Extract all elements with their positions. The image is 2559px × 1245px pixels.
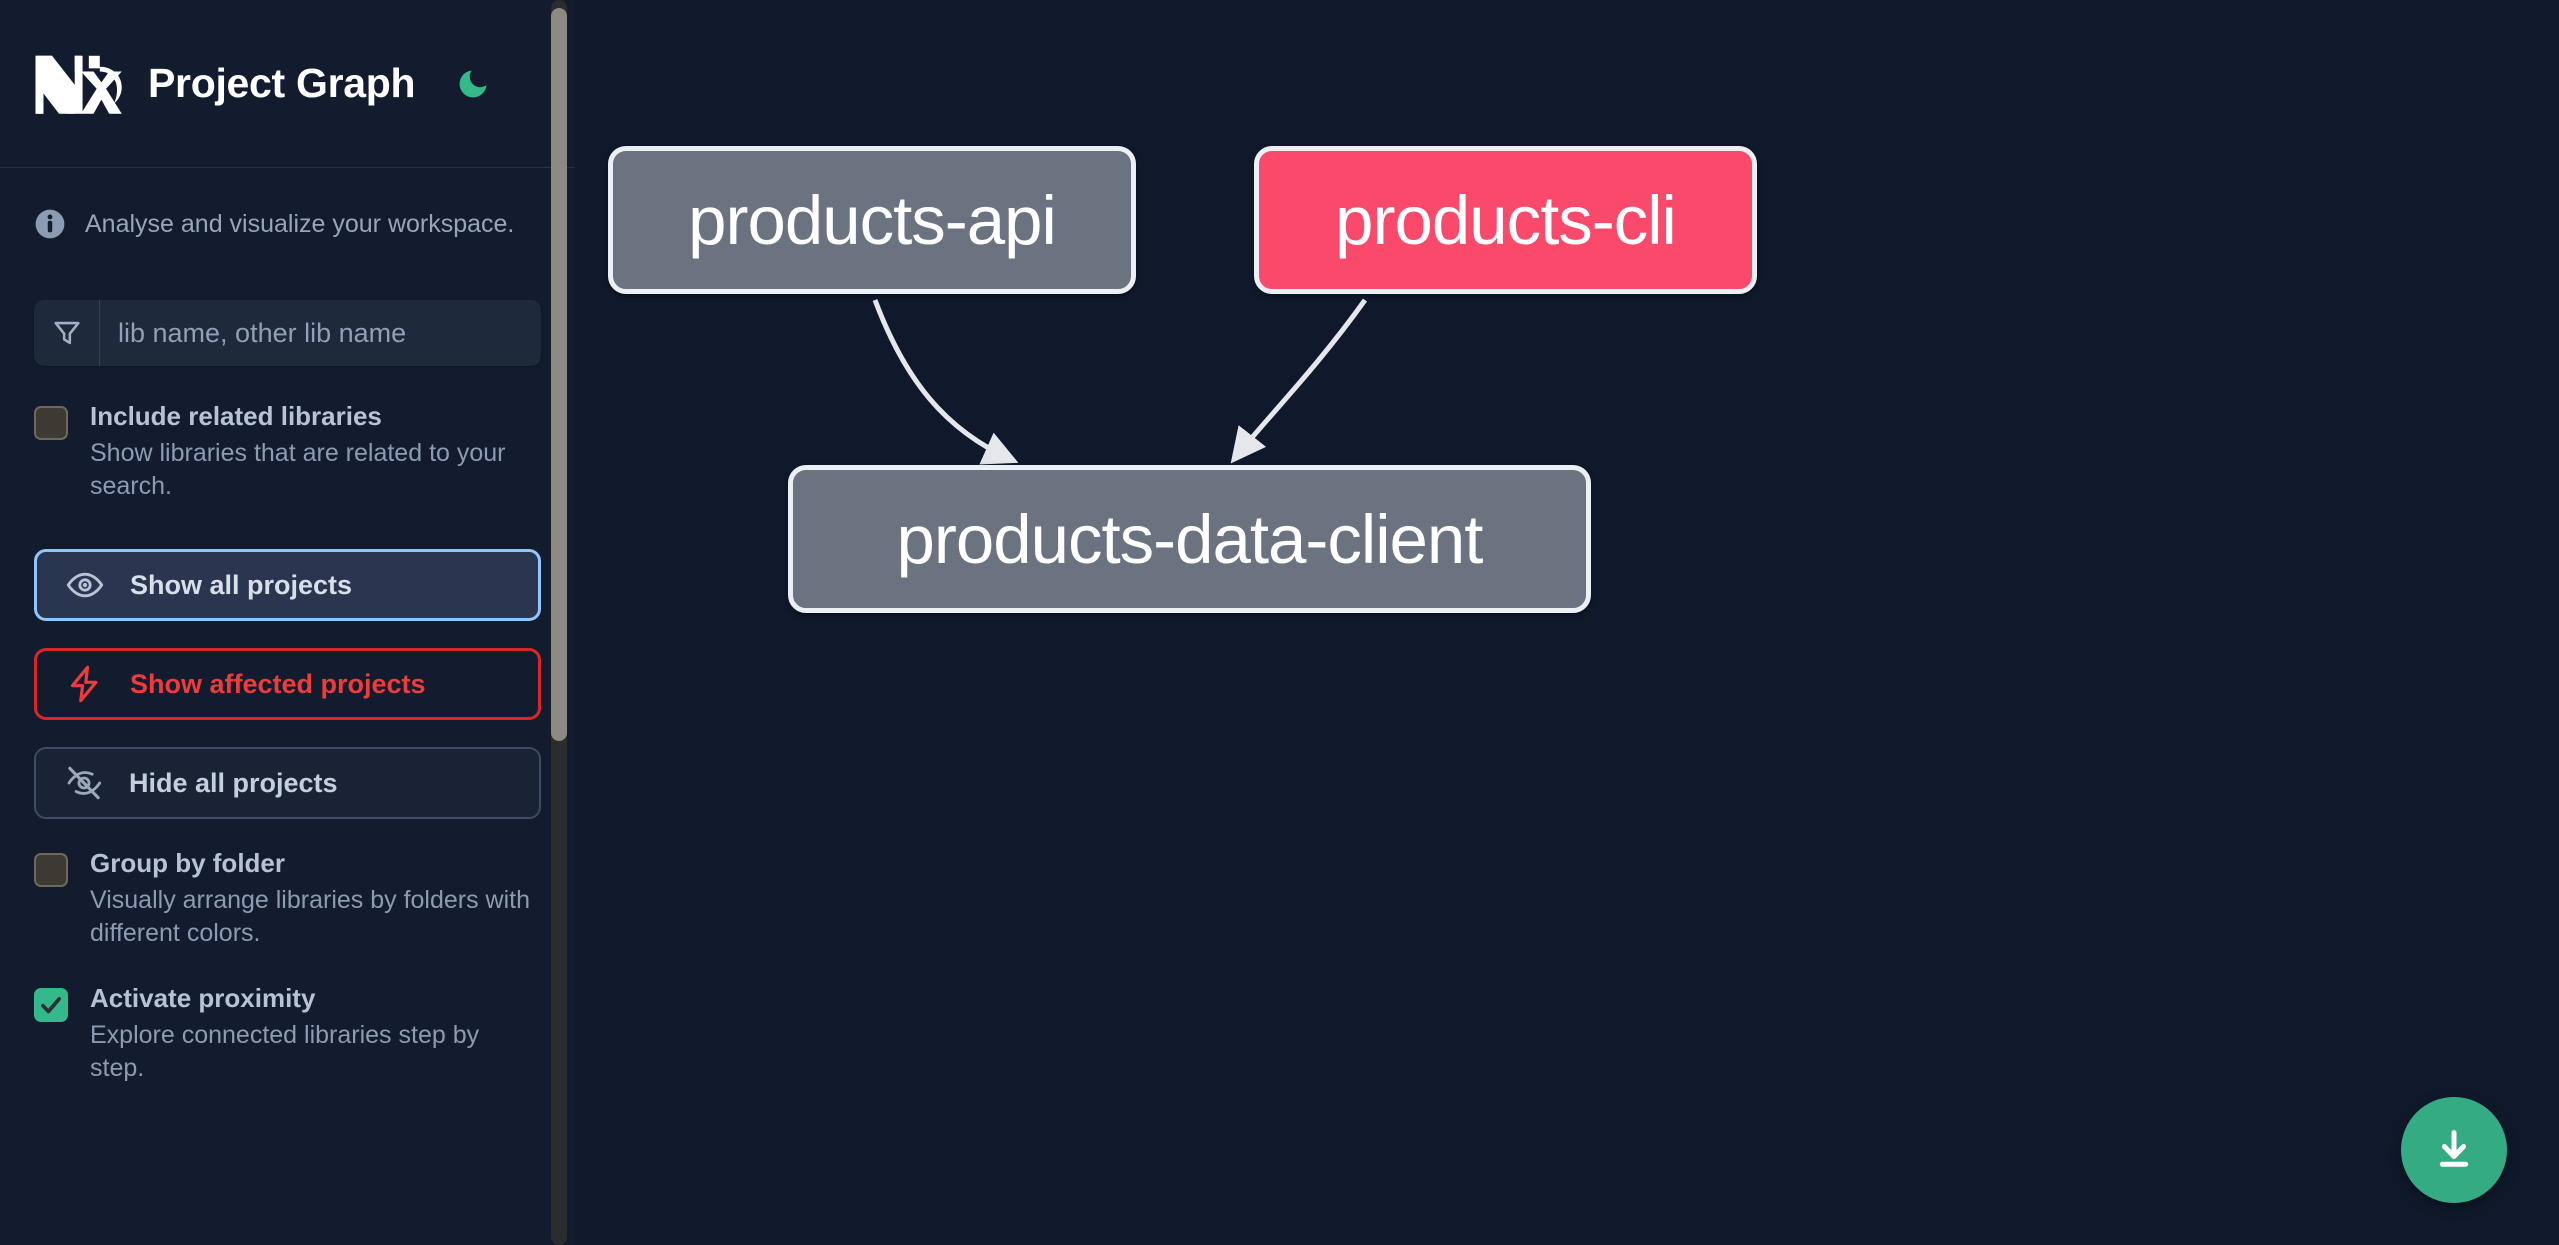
sidebar-scrollbar-thumb[interactable] [551, 8, 567, 741]
show-affected-projects-button[interactable]: Show affected projects [34, 648, 541, 721]
graph-node-label: products-api [688, 181, 1057, 259]
search-box[interactable] [34, 300, 541, 366]
option-description: Explore connected libraries step by step… [90, 1021, 480, 1083]
graph-node-label: products-data-client [896, 500, 1484, 578]
option-title: Group by folder [90, 848, 285, 879]
option-include-related-libraries[interactable]: Include related libraries Show libraries… [34, 402, 541, 503]
option-title: Include related libraries [90, 401, 382, 431]
graph-node-products-data-client[interactable]: products-data-client [788, 465, 1591, 613]
lightning-bolt-icon [65, 664, 105, 704]
checkmark-icon [41, 997, 61, 1014]
edge-products-api-to-products-data-client [872, 299, 1019, 465]
projects-action-buttons: Show all projects Show affected projects [34, 549, 541, 820]
show-affected-projects-label: Show affected projects [130, 668, 426, 699]
download-icon [2439, 1130, 2469, 1167]
graph-node-label: products-cli [1335, 181, 1677, 259]
sidebar: Project Graph [0, 0, 575, 1245]
graph-edges [872, 298, 1368, 465]
hide-all-projects-label: Hide all projects [129, 767, 338, 798]
info-circle-icon [34, 208, 66, 240]
option-description: Visually arrange libraries by folders wi… [90, 886, 531, 948]
option-title: Activate proximity [90, 983, 316, 1014]
hide-all-projects-button[interactable]: Hide all projects [34, 747, 541, 820]
graph-node-products-cli[interactable]: products-cli [1254, 146, 1757, 294]
sidebar-scroll-area[interactable]: Project Graph [0, 0, 575, 1245]
page-title: Project Graph [148, 60, 416, 106]
option-description: Show libraries that are related to your … [90, 439, 506, 501]
info-row: Analyse and visualize your workspace. [34, 168, 541, 252]
eye-icon [65, 565, 105, 605]
option-activate-proximity[interactable]: Activate proximity Explore connected lib… [34, 984, 541, 1085]
search-input[interactable] [100, 300, 541, 366]
graph-node-products-api[interactable]: products-api [608, 146, 1136, 294]
show-all-projects-label: Show all projects [130, 569, 353, 600]
funnel-filter-icon[interactable] [34, 300, 100, 366]
checkbox-activate-proximity[interactable] [34, 988, 68, 1023]
edge-products-cli-to-products-data-client [1230, 298, 1368, 464]
eye-off-icon [64, 763, 104, 803]
checkbox-include-related-libraries[interactable] [34, 406, 68, 440]
graph-canvas[interactable]: products-api products-cli products-data-… [575, 0, 2559, 1245]
checkbox-group-by-folder[interactable] [34, 853, 68, 888]
moon-icon[interactable] [451, 62, 495, 106]
sidebar-panel-body: Analyse and visualize your workspace. [0, 168, 575, 1085]
option-group-by-folder[interactable]: Group by folder Visually arrange librari… [34, 849, 541, 950]
info-text: Analyse and visualize your workspace. [85, 209, 515, 238]
show-all-projects-button[interactable]: Show all projects [34, 549, 541, 622]
nx-logo-icon [34, 51, 128, 117]
download-graph-button[interactable] [2401, 1097, 2507, 1203]
brand-bar: Project Graph [0, 0, 575, 168]
